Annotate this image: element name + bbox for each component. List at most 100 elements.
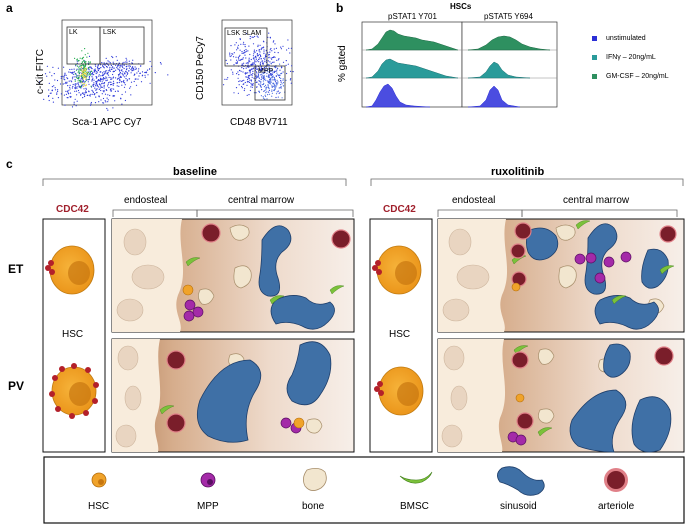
flow-dot bbox=[112, 77, 114, 79]
flow-dot bbox=[235, 62, 237, 65]
flow-dot bbox=[248, 94, 250, 96]
flow-dot bbox=[269, 83, 271, 85]
flow-dot bbox=[249, 89, 251, 92]
flow-dot bbox=[273, 48, 275, 50]
flow-dot bbox=[238, 74, 240, 76]
flow-dot bbox=[292, 71, 294, 73]
flow-dot bbox=[265, 75, 268, 77]
flow-dot bbox=[264, 98, 266, 100]
flow-dot bbox=[44, 73, 47, 75]
flow-dot bbox=[122, 62, 124, 64]
flow-dot bbox=[84, 54, 86, 56]
flow-dot bbox=[74, 79, 76, 81]
flow-dot bbox=[130, 94, 132, 96]
flow-dot bbox=[64, 82, 66, 85]
flow-dot bbox=[68, 89, 70, 91]
flow-dot bbox=[290, 70, 292, 72]
flow-dot bbox=[78, 80, 81, 82]
flow-dot bbox=[238, 58, 240, 60]
flow-dot bbox=[279, 76, 281, 79]
flow-dot bbox=[78, 68, 80, 70]
flow-dot bbox=[243, 62, 245, 64]
flow-dot bbox=[105, 65, 108, 68]
flow-dot bbox=[237, 77, 239, 79]
flow-dot bbox=[82, 75, 84, 77]
flow-dot bbox=[96, 91, 98, 94]
flow-dot bbox=[110, 88, 112, 90]
flow-dot bbox=[126, 59, 128, 61]
flow-dot bbox=[64, 72, 66, 74]
flow-dot bbox=[275, 66, 277, 68]
flow-dot bbox=[257, 54, 259, 56]
flow-dot bbox=[112, 80, 115, 82]
flow-dot bbox=[285, 60, 287, 62]
flow-dot bbox=[243, 79, 245, 81]
flow-dot bbox=[84, 66, 86, 68]
flow-dot bbox=[92, 85, 94, 87]
flow-dot bbox=[231, 53, 233, 55]
flow-dot bbox=[261, 75, 263, 77]
key-label-hsc: HSC bbox=[88, 501, 110, 512]
flow-dot bbox=[282, 61, 285, 63]
flow-dot bbox=[80, 93, 82, 95]
flow-dot bbox=[84, 74, 86, 77]
flow-dot bbox=[105, 101, 107, 103]
flow-dot bbox=[77, 71, 79, 73]
flow-dot bbox=[273, 89, 275, 92]
flow-dot bbox=[90, 103, 92, 105]
flow-dot bbox=[280, 81, 282, 83]
flow-dot bbox=[71, 106, 74, 108]
flow2-ylabel: CD150 PeCy7 bbox=[195, 36, 206, 100]
flow-dot bbox=[136, 72, 138, 74]
flow-dot bbox=[147, 74, 149, 76]
flow-dot bbox=[112, 84, 114, 86]
flow-dot bbox=[127, 65, 129, 67]
flow-dot bbox=[97, 79, 100, 81]
flow-dot bbox=[128, 67, 130, 69]
legend-label-ifng: IFNγ – 20ng/mL bbox=[606, 54, 656, 61]
flow-dot bbox=[118, 68, 120, 71]
flow-dot bbox=[254, 35, 256, 38]
flow-dot bbox=[75, 76, 77, 78]
flow-dot bbox=[272, 75, 274, 77]
flow-dot bbox=[85, 75, 87, 77]
flow-dot bbox=[84, 92, 86, 94]
flow-dot bbox=[275, 96, 277, 99]
flow-dot bbox=[261, 76, 263, 78]
flow-dot bbox=[268, 77, 270, 79]
flow-dot bbox=[241, 87, 243, 89]
flow-dot bbox=[258, 77, 260, 79]
flow-dot bbox=[81, 68, 83, 70]
flow-dot bbox=[230, 55, 232, 57]
flow-dot bbox=[255, 76, 257, 78]
flow-dot bbox=[260, 95, 262, 97]
flow-dot bbox=[230, 45, 232, 47]
flow-dot bbox=[270, 57, 272, 59]
flow-dot bbox=[109, 68, 111, 70]
flow-dot bbox=[79, 81, 81, 83]
flow-dot bbox=[110, 64, 112, 67]
flow-dot bbox=[271, 95, 273, 97]
flow-dot bbox=[244, 44, 246, 46]
flow-dot bbox=[101, 81, 103, 83]
flow-dot bbox=[114, 90, 116, 92]
flow-dot bbox=[108, 64, 110, 66]
flow-dot bbox=[248, 76, 250, 78]
flow-dot bbox=[119, 73, 121, 75]
flow-dot bbox=[273, 71, 276, 73]
flow-dot bbox=[259, 53, 261, 56]
flow-dot bbox=[85, 78, 87, 80]
flow-dot bbox=[126, 68, 128, 70]
flow-dot bbox=[253, 58, 255, 60]
flow-dot bbox=[267, 75, 269, 78]
flow-dot bbox=[268, 80, 270, 83]
flow-dot bbox=[249, 72, 251, 74]
histo-ylabel: % gated bbox=[337, 45, 348, 82]
panel-letter-a: a bbox=[6, 1, 13, 15]
flow-dot bbox=[247, 79, 249, 81]
flow-dot bbox=[280, 46, 282, 48]
flow-dot bbox=[79, 75, 82, 77]
flow-dot bbox=[95, 65, 97, 67]
flow-dot bbox=[77, 76, 79, 78]
flow-dot bbox=[258, 50, 260, 52]
